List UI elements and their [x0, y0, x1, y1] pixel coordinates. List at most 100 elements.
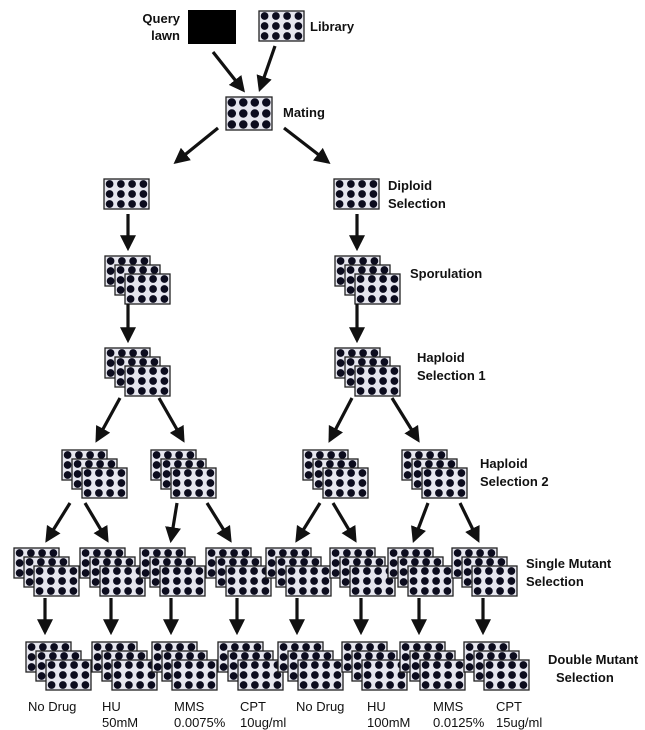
well: [267, 569, 276, 577]
well: [347, 479, 355, 487]
well: [160, 285, 169, 293]
well: [498, 652, 506, 660]
well: [163, 558, 171, 566]
well: [314, 460, 323, 468]
well: [106, 369, 115, 377]
well: [457, 479, 466, 487]
flow-arrow: [390, 397, 420, 443]
plate: [99, 565, 146, 597]
well: [91, 568, 100, 576]
well: [195, 489, 203, 497]
well: [411, 558, 419, 566]
well: [434, 652, 442, 660]
well: [101, 567, 110, 575]
well: [141, 569, 150, 577]
well: [294, 22, 303, 30]
single-label-line2: Selection: [526, 574, 584, 589]
well: [421, 567, 429, 575]
well: [262, 98, 271, 107]
well: [219, 643, 228, 651]
well: [152, 451, 161, 459]
well: [141, 559, 150, 567]
well: [358, 200, 366, 208]
well: [301, 652, 309, 660]
well: [403, 461, 412, 469]
well: [116, 368, 125, 376]
well: [380, 358, 389, 366]
well: [444, 671, 452, 679]
well: [403, 471, 412, 479]
well: [422, 558, 430, 566]
well: [347, 469, 355, 477]
well: [149, 275, 157, 283]
well: [477, 643, 485, 651]
well: [359, 349, 367, 357]
well: [299, 567, 307, 575]
well: [322, 661, 330, 669]
well: [138, 387, 146, 395]
well: [118, 257, 126, 265]
well: [114, 558, 122, 566]
condition-dose: 0.0125%: [433, 715, 485, 730]
well: [363, 587, 371, 595]
well: [386, 671, 394, 679]
well: [389, 559, 398, 567]
well: [369, 180, 378, 188]
well: [104, 549, 112, 557]
well: [390, 285, 399, 293]
well: [136, 671, 144, 679]
well: [105, 180, 114, 188]
well: [70, 671, 78, 679]
double-label-line1: Double Mutant: [548, 652, 639, 667]
well: [272, 12, 280, 20]
well: [311, 661, 319, 669]
well: [443, 587, 452, 595]
well: [162, 480, 171, 488]
well: [239, 681, 248, 689]
well: [368, 275, 376, 283]
well: [386, 681, 394, 689]
well: [433, 558, 442, 566]
well: [333, 681, 342, 689]
well: [413, 480, 422, 488]
mating-plate: [225, 96, 273, 131]
well: [151, 578, 160, 586]
well: [324, 479, 333, 487]
well: [380, 266, 389, 274]
left-branch-plate: [103, 178, 150, 210]
well: [287, 567, 296, 575]
well: [379, 285, 387, 293]
well: [126, 285, 135, 293]
well: [353, 662, 362, 670]
well: [37, 662, 46, 670]
well: [219, 653, 228, 661]
condition-drug: MMS: [433, 699, 464, 714]
well: [311, 681, 319, 689]
well: [69, 577, 78, 585]
condition-dose: 10ug/ml: [240, 715, 286, 730]
well: [105, 190, 114, 198]
well: [107, 460, 116, 468]
well: [399, 558, 408, 566]
well: [401, 653, 410, 661]
well: [497, 681, 505, 689]
well: [399, 568, 408, 576]
well: [261, 577, 270, 585]
well: [426, 451, 434, 459]
well: [50, 643, 58, 651]
well: [423, 469, 432, 477]
haploid-selection2-stack: [302, 449, 369, 499]
well: [453, 559, 462, 567]
well: [267, 559, 276, 567]
double-label-line2: Selection: [556, 670, 614, 685]
well: [289, 652, 298, 660]
well: [231, 643, 239, 651]
well: [377, 643, 386, 651]
well: [366, 643, 374, 651]
well: [160, 367, 169, 375]
condition-drug: CPT: [240, 699, 266, 714]
condition-drug: No Drug: [296, 699, 344, 714]
well: [386, 661, 394, 669]
well: [106, 489, 114, 497]
well: [455, 681, 464, 689]
